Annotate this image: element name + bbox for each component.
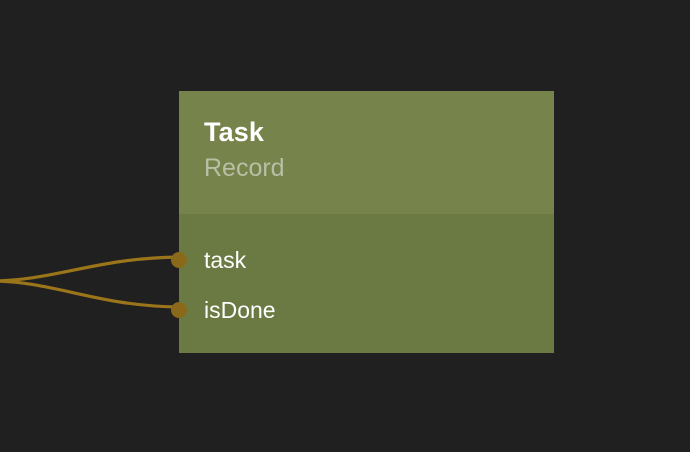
node-task[interactable]: Task Record task isDone — [171, 91, 554, 353]
field-row[interactable]: task — [171, 235, 554, 285]
node-header: Task Record — [179, 91, 554, 214]
node-title: Task — [204, 117, 264, 147]
field-row[interactable]: isDone — [171, 285, 554, 335]
field-label-task: task — [204, 247, 247, 273]
edge-to-task — [0, 255, 181, 283]
node-body: task isDone — [171, 214, 554, 335]
input-port-task[interactable] — [171, 252, 187, 268]
node-subtitle: Record — [204, 154, 285, 182]
field-label-isdone: isDone — [204, 297, 276, 323]
input-port-isdone[interactable] — [171, 302, 187, 318]
edge-to-isdone — [0, 279, 181, 309]
